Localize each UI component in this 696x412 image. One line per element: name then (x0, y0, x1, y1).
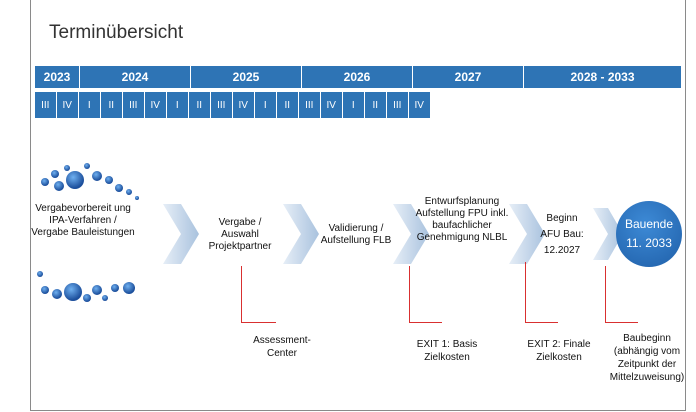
quarter-cell: IV (57, 92, 78, 118)
note-exit-1: EXIT 1: Basis Zielkosten (416, 339, 478, 363)
quarter-cell: III (35, 92, 56, 118)
slide-title: Terminübersicht (49, 22, 184, 43)
quarter-cell: IV (321, 92, 342, 118)
quarter-cell: II (365, 92, 386, 118)
milestone-bracket (409, 266, 442, 323)
year-2026: 2026 (302, 66, 413, 88)
year-2024: 2024 (80, 66, 191, 88)
chevron-arrow-icon (509, 204, 545, 264)
quarter-cell: IV (409, 92, 430, 118)
milestone-bracket (241, 266, 276, 323)
quarter-cell: III (299, 92, 320, 118)
step-beginn-afu: Beginn AFU Bau: 12.2027 (540, 213, 584, 256)
year-row: 2023 2024 2025 2026 2027 2028 - 2033 (35, 66, 681, 88)
quarter-cell: III (211, 92, 232, 118)
end-date: 11. 2033 (626, 236, 672, 250)
step-vergabevorbereitung: Vergabevorbereit ung IPA-Verfahren / Ver… (31, 203, 135, 238)
year-2027: 2027 (413, 66, 524, 88)
quarter-cell: I (79, 92, 100, 118)
quarter-cell: I (167, 92, 188, 118)
note-baubeginn: Baubeginn (abhängig vom Zeitpunkt der Mi… (609, 333, 685, 383)
step-vergabe-projektpartner: Vergabe / Auswahl Projektpartner (208, 217, 272, 252)
step-entwurfsplanung: Entwurfsplanung Aufstellung FPU inkl. ba… (415, 196, 509, 243)
dot-cluster-top-icon (41, 163, 139, 200)
year-2025: 2025 (191, 66, 302, 88)
quarter-cell: I (255, 92, 276, 118)
quarter-cell: III (387, 92, 408, 118)
quarter-cell: IV (145, 92, 166, 118)
note-assessment-center: Assessment-Center (253, 335, 311, 359)
end-label: Bauende (624, 217, 674, 231)
quarter-cell: III (123, 92, 144, 118)
chevron-arrow-icon (283, 204, 319, 264)
step-validierung: Validierung / Aufstellung FLB (320, 223, 392, 246)
quarter-cell: II (189, 92, 210, 118)
chevron-arrow-icon (593, 208, 623, 260)
quarter-cell: II (277, 92, 298, 118)
quarter-cell: IV (233, 92, 254, 118)
quarter-row: III IV I II III IV I II III IV I II III … (35, 92, 431, 118)
milestone-bracket (525, 262, 558, 323)
year-2028-2033: 2028 - 2033 (524, 66, 681, 88)
quarter-cell: I (343, 92, 364, 118)
chevron-arrow-icon (163, 204, 199, 264)
slide: Terminübersicht 2023 2024 2025 2026 2027… (30, 0, 686, 411)
end-milestone-circle: Bauende 11. 2033 (616, 201, 682, 267)
milestone-bracket (605, 266, 638, 323)
chevron-arrow-icon (393, 204, 429, 264)
note-exit-2: EXIT 2: Finale Zielkosten (527, 339, 591, 363)
year-2023: 2023 (35, 66, 80, 88)
dot-cluster-bottom-icon (37, 271, 135, 302)
quarter-cell: II (101, 92, 122, 118)
